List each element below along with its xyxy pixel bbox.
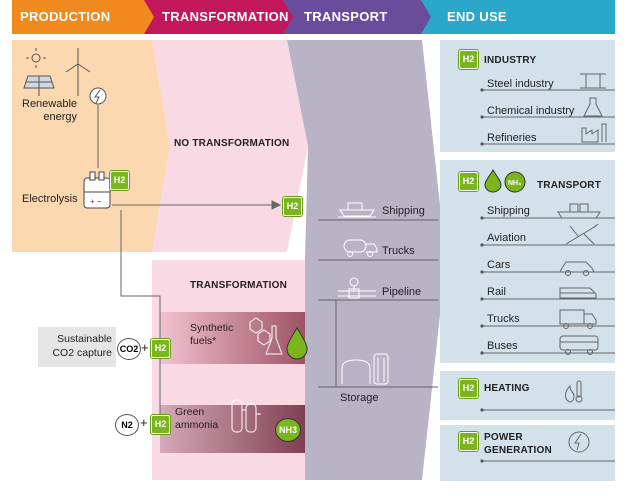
- h2-badge-direct: H2: [283, 197, 302, 216]
- transport-shipping-label: Shipping: [382, 205, 425, 217]
- n2-circle: N2: [115, 414, 139, 436]
- transport-fuel-icons: NH₃: [484, 168, 526, 193]
- refinery-icon: [581, 123, 607, 143]
- h2-badge-transport: H2: [459, 172, 478, 191]
- industry-item-steel: Steel industry: [487, 78, 554, 90]
- industry-item-chemical: Chemical industry: [487, 105, 575, 117]
- bus-icon: [559, 335, 599, 355]
- cargo-ship-icon: [557, 203, 601, 219]
- synthetic-fuel-arrow: [160, 312, 305, 364]
- renewable-energy-icon: [23, 48, 107, 105]
- no-transformation-label: NO TRANSFORMATION: [174, 138, 290, 149]
- synthetic-fuels-label: Synthetic fuels*: [190, 322, 234, 347]
- h2-badge-synthetic: H2: [151, 339, 170, 358]
- truck-tanker-icon: [343, 239, 378, 257]
- transport-mode-icons: [557, 203, 601, 355]
- svg-text:+ −: + −: [90, 197, 102, 206]
- transformation-label: TRANSFORMATION: [190, 280, 288, 291]
- industry-title: INDUSTRY: [484, 55, 537, 66]
- header-end-use: END USE: [447, 9, 507, 24]
- h2-badge-industry: H2: [459, 50, 478, 69]
- end-use-item-rail: Rail: [487, 286, 506, 298]
- h2-badge-electrolysis: H2: [110, 171, 129, 190]
- renewable-energy-label: Renewable energy: [22, 98, 78, 123]
- steel-beam-icon: [580, 73, 606, 89]
- electrolysis-label: Electrolysis: [22, 193, 78, 205]
- storage-tank-icon: [341, 353, 389, 385]
- industry-icons: [580, 73, 607, 143]
- plus-sign-n2: +: [140, 415, 148, 430]
- h2-badge-power: H2: [459, 432, 478, 451]
- header-band: [12, 0, 615, 34]
- end-use-item-aviation: Aviation: [487, 232, 526, 244]
- nh3-icon: [504, 171, 526, 193]
- co2-capture-box: [38, 327, 116, 367]
- transport-trucks-label: Trucks: [382, 245, 415, 257]
- train-icon: [559, 287, 597, 299]
- header-transformation: TRANSFORMATION: [162, 9, 289, 24]
- chemistry-flask-icon: [249, 317, 283, 355]
- power-bolt-icon: [568, 431, 590, 453]
- ammonia-tank-icon: [231, 399, 261, 433]
- transport-pipeline-label: Pipeline: [382, 286, 422, 298]
- plus-sign-co2: +: [141, 340, 149, 355]
- electrolysis-icon: + −: [83, 171, 111, 209]
- ship-icon: [338, 202, 376, 218]
- co2-circle: CO2: [117, 338, 141, 360]
- h2-badge-heating: H2: [459, 379, 478, 398]
- drop-icon: [484, 168, 502, 193]
- fuel-drop-icon: [286, 327, 308, 360]
- end-use-item-trucks: Trucks: [487, 313, 520, 325]
- power-generation-title: POWER GENERATION: [484, 432, 552, 456]
- h2-badge-ammonia: H2: [151, 415, 170, 434]
- svg-text:NH₃: NH₃: [508, 180, 521, 187]
- nh3-circle: NH3: [275, 418, 301, 442]
- end-use-item-shipping: Shipping: [487, 205, 530, 217]
- end-use-item-cars: Cars: [487, 259, 511, 271]
- heating-title: HEATING: [484, 383, 530, 394]
- car-icon: [559, 261, 595, 276]
- transport-end-use-title: TRANSPORT: [537, 180, 602, 191]
- header-transport: TRANSPORT: [304, 9, 388, 24]
- flame-thermometer-icon: [565, 380, 583, 403]
- chemical-flask-icon: [583, 97, 603, 117]
- header-production: PRODUCTION: [20, 9, 111, 24]
- transport-storage-label: Storage: [340, 392, 379, 404]
- green-ammonia-label: Green ammonia: [175, 406, 219, 431]
- airplane-icon: [565, 223, 599, 245]
- end-use-item-buses: Buses: [487, 340, 518, 352]
- pipeline-icon: [338, 277, 376, 299]
- industry-item-refineries: Refineries: [487, 132, 537, 144]
- production-panel: [12, 40, 170, 252]
- truck-icon: [559, 309, 597, 329]
- no-transformation-panel: [152, 40, 308, 252]
- co2-capture-label: Sustainable CO2 capture: [52, 333, 112, 359]
